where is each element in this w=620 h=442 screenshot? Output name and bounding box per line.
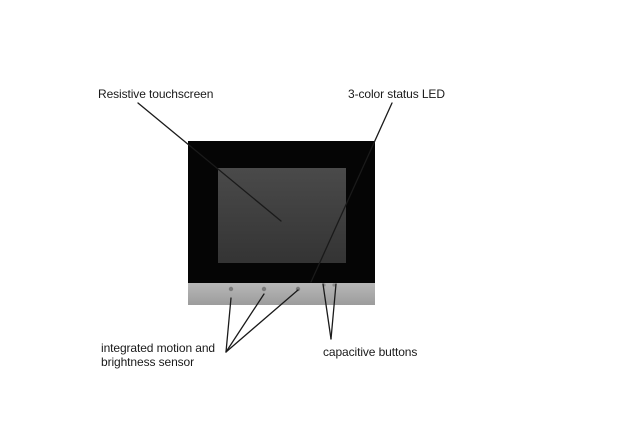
- touchscreen-display: [218, 168, 346, 263]
- button-dot-2: [332, 283, 336, 287]
- sensor-label-line-2: brightness sensor: [101, 355, 195, 369]
- bottom-strip: [188, 283, 375, 305]
- sensor-label: integrated motion and brightness sensor: [101, 341, 215, 369]
- sensor-dot-2: [261, 286, 267, 292]
- sensor-label-line-1: integrated motion and: [101, 341, 215, 355]
- leader-sensor-1: [225, 297, 232, 353]
- touchscreen-label: Resistive touchscreen: [98, 87, 214, 101]
- leader-sensor-2: [225, 293, 265, 353]
- sensor-dot-1: [228, 286, 234, 292]
- leader-button-2: [330, 283, 337, 340]
- leader-touchscreen: [137, 102, 282, 222]
- leader-sensor-3: [225, 289, 299, 353]
- leader-button-1: [322, 283, 332, 340]
- status-led-label: 3-color status LED: [348, 87, 445, 101]
- buttons-label: capacitive buttons: [323, 345, 418, 359]
- leader-status-led: [310, 102, 393, 283]
